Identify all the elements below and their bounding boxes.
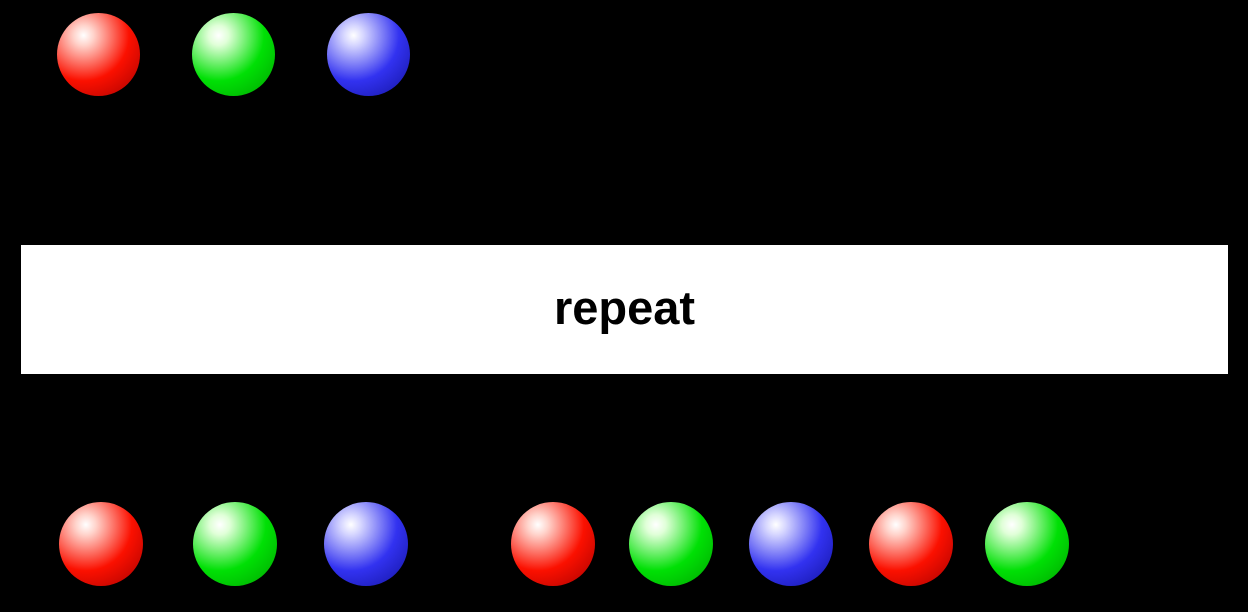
ball-blue bbox=[324, 502, 408, 586]
ball-green bbox=[629, 502, 713, 586]
ball-red bbox=[56, 12, 140, 96]
ball-green bbox=[193, 502, 277, 586]
repeat-label: repeat bbox=[553, 281, 696, 334]
repeat-bar: repeat bbox=[21, 245, 1228, 374]
ball-blue bbox=[326, 12, 410, 96]
ball-green bbox=[191, 12, 275, 96]
ball-blue bbox=[749, 502, 833, 586]
ball-red bbox=[869, 502, 953, 586]
ball-red bbox=[511, 502, 595, 586]
ball-red bbox=[59, 502, 143, 586]
ball-green bbox=[985, 502, 1069, 586]
